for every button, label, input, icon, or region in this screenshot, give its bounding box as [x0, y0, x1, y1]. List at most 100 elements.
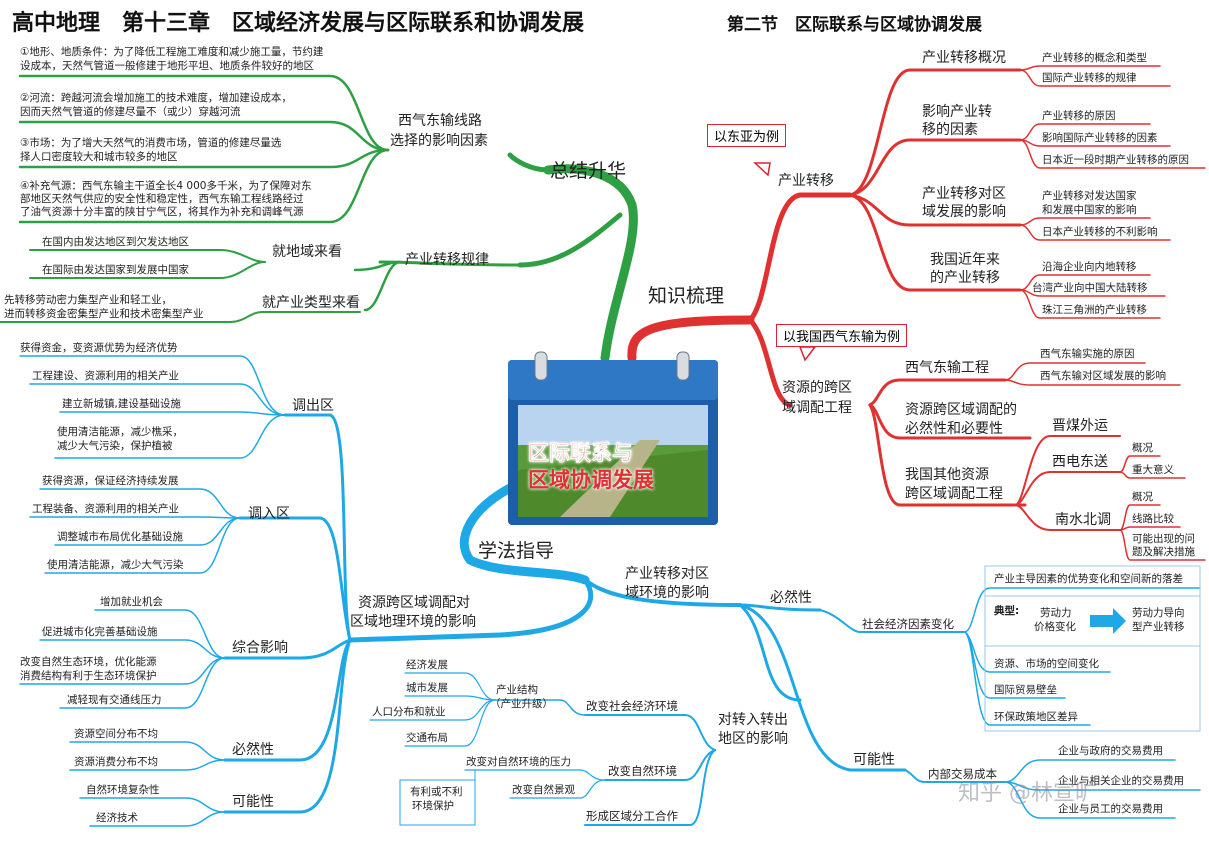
overall-traffic: 减轻现有交通线压力: [67, 694, 162, 706]
impact-in-2: 地区的影响: [718, 731, 788, 747]
recent-transfer-1: 我国近年来: [930, 252, 1000, 268]
transfer-factors-line: [848, 138, 1022, 197]
socio-change-line: [819, 609, 966, 633]
inevitability-line: [223, 638, 352, 762]
landscape-text: 改变自然景观: [512, 784, 575, 796]
overall-env-1: 改变自然生态环境，优化能源: [20, 656, 157, 668]
method-trunk: [459, 483, 590, 585]
water-item-2-text: 线路比较: [1132, 513, 1174, 525]
necessity-2: 必然性和必要性: [905, 421, 1003, 437]
water-item-1-text: 概况: [1132, 491, 1153, 503]
socio-env-line: [584, 714, 716, 751]
overall-item-2: [39, 639, 226, 659]
center-label-line2: 区域协调发展: [528, 468, 654, 492]
socio-item-2-text: 国际贸易壁垒: [994, 684, 1057, 696]
division-line: [584, 749, 716, 826]
benefit-1: 有利或不利: [410, 786, 463, 798]
in-item-2-text: 工程装备、资源利用的相关产业: [32, 503, 179, 515]
pipeline-project-line: [868, 378, 1007, 407]
socio-box: [984, 565, 1201, 732]
industry-transfer: 产业转移: [778, 173, 834, 189]
typical-from-1: 劳动力: [1040, 607, 1072, 619]
summary-trunk: [543, 164, 638, 363]
other-2: 跨区域调配工程: [905, 486, 1003, 502]
out-item-2-text: 工程建设、资源利用的相关产业: [32, 370, 179, 382]
natural-env: 改变自然环境: [608, 764, 677, 778]
regional-item-1: 在国内由发达地区到欠发达地区: [42, 236, 189, 248]
transfer-possibility-line: [738, 603, 907, 772]
type-item-line2: 进而转移资金密集型产业和技术密集型产业: [4, 308, 204, 320]
impact-item-3-text: 日本产业转移的不利影响: [1042, 226, 1158, 238]
watermark: 知乎 @林宣旷: [958, 781, 1097, 806]
pressure-text: 改变对自然环境的压力: [466, 756, 571, 768]
structure-item-1-text: 经济发展: [406, 659, 448, 671]
branch-knowledge: 知识梳理: [648, 285, 725, 307]
impact-item-2-text: 和发展中国家的影响: [1042, 204, 1137, 216]
internal-cost: 内部交易成本: [928, 767, 997, 781]
transfer-impact-1: 产业转移对区: [922, 186, 1006, 202]
type-line: [363, 260, 402, 312]
recent-item-3: [1019, 289, 1161, 319]
overall-impact: 综合影响: [232, 640, 288, 656]
overview-item-2-text: 国际产业转移的规律: [1042, 72, 1137, 84]
branch-summary: 总结升华: [550, 160, 627, 182]
internal-cost-line: [904, 769, 1006, 783]
typical-from-2: 价格变化: [1034, 621, 1076, 633]
socio-item-1-text: 资源、市场的空间变化: [994, 658, 1099, 670]
callout-east-asia: 以东亚为例: [707, 124, 787, 147]
power-item-2: [1119, 471, 1186, 479]
out-clean-2: 减少大气污染，保护植被: [57, 440, 173, 452]
power-item-1-text: 概况: [1132, 442, 1153, 454]
type-item-line1: 先转移劳动密力集型产业和轻工业，: [4, 294, 172, 306]
out-item-2: [29, 383, 286, 416]
allocation-env-2: 区域地理环境的影响: [350, 614, 476, 630]
structure-item-3-text: 人口分布和就业: [372, 706, 446, 718]
typical-to-1: 劳动力导向: [1132, 607, 1185, 619]
method-to-allocation-env: [347, 577, 594, 643]
structure-1: 产业结构: [496, 684, 538, 696]
factor-3-line2: 择人口密度较大和城市较多的地区: [20, 151, 178, 163]
necessity-1: 资源跨区域调配的: [905, 402, 1017, 418]
regional-item-line-2: [29, 261, 266, 279]
knowledge-trunk: [627, 315, 755, 363]
factor-1-line1: ①地形、地质条件：为了降低工程施工难度和减少施工量，节约建: [20, 46, 324, 58]
water-item-2: [1119, 526, 1181, 531]
pipeline-item-1-text: 西气东输实施的原因: [1040, 348, 1135, 360]
transfer-factors-1: 影响产业转: [922, 104, 992, 120]
regional-view: 就地域来看: [272, 244, 342, 260]
knowledge-to-transfer: [747, 192, 853, 323]
structure-item-2: [404, 695, 496, 701]
water-line: [1014, 504, 1121, 531]
overview-item-1: [1019, 65, 1161, 71]
impact-in-1: 对转入转出: [718, 712, 788, 728]
impact-in-line: [738, 603, 802, 702]
transfer-necessity-line: [738, 603, 822, 612]
cost-item-2-text: 企业与相关企业的交易费用: [1058, 775, 1184, 787]
transfer-possibility: 可能性: [853, 752, 895, 768]
pipeline-item-1: [1004, 362, 1146, 381]
in-item-3: [54, 517, 241, 546]
out-item-4: [54, 414, 286, 459]
recent-item-1-text: 沿海企业向内地转移: [1042, 261, 1137, 273]
structure-item-4: [404, 699, 496, 747]
inevitability-item-1: [69, 741, 226, 761]
factor-line-1: [18, 74, 390, 152]
transfer-impact-line: [848, 193, 1022, 227]
out-item-1-text: 获得资金，变资源优势为经济优势: [20, 342, 178, 354]
cost-item-3: [1004, 781, 1176, 819]
impact-item-1: [1019, 217, 1151, 226]
pipeline-factors-title-1: 西气东输线路: [398, 113, 482, 129]
page-subtitle: 第二节 区际联系与区域协调发展: [727, 15, 982, 35]
transfer-env-1: 产业转移对区: [625, 566, 709, 582]
factor-line-2: [18, 120, 390, 152]
factor-line-3: [18, 148, 390, 169]
factor-item-2-text: 影响国际产业转移的因素: [1042, 132, 1158, 144]
socio-item-3: [964, 631, 1091, 726]
summary-to-pipeline: [507, 152, 551, 173]
pressure-line: [464, 769, 606, 781]
transfer-necessity: 必然性: [770, 590, 812, 606]
water-problem-2: 题及解决措施: [1132, 546, 1195, 558]
page-title: 高中地理 第十三章 区域经济发展与区际联系和协调发展: [12, 11, 585, 36]
landscape-line: [509, 779, 606, 799]
benefit-box: [399, 779, 476, 826]
